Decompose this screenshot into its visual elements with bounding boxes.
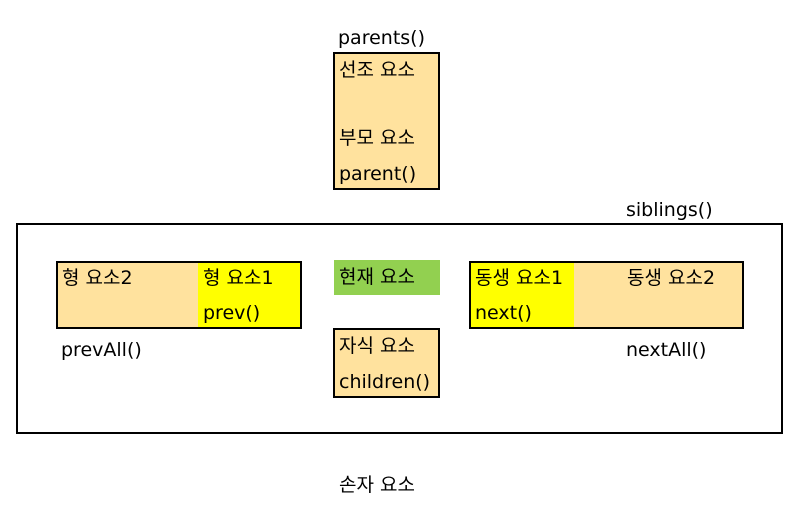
siblings-frame [16,223,783,434]
child-label: 자식 요소 [339,335,415,357]
children-box [333,328,440,398]
younger-sibling-1-label: 동생 요소1 [475,267,564,289]
current-element-label: 현재 요소 [339,266,415,288]
grandchild-label: 손자 요소 [339,474,415,496]
siblings-method-label: siblings() [626,199,713,221]
nextall-method-label: nextAll() [626,339,707,361]
current-element-box [334,260,440,295]
parent-label: 부모 요소 [339,127,415,149]
next-method-label: next() [475,302,532,324]
ancestor-label: 선조 요소 [339,59,415,81]
older-sibling-1-label: 형 요소1 [203,267,274,289]
next-highlight [471,263,574,327]
children-method-label: children() [339,371,431,393]
parent-method-label: parent() [339,163,417,185]
prev-highlight [198,263,300,327]
prevall-method-label: prevAll() [61,339,142,361]
parents-method-label: parents() [338,27,426,49]
younger-sibling-2-label: 동생 요소2 [627,267,716,289]
older-sibling-2-label: 형 요소2 [62,267,133,289]
ancestor-box [333,52,440,190]
prev-method-label: prev() [203,302,261,324]
